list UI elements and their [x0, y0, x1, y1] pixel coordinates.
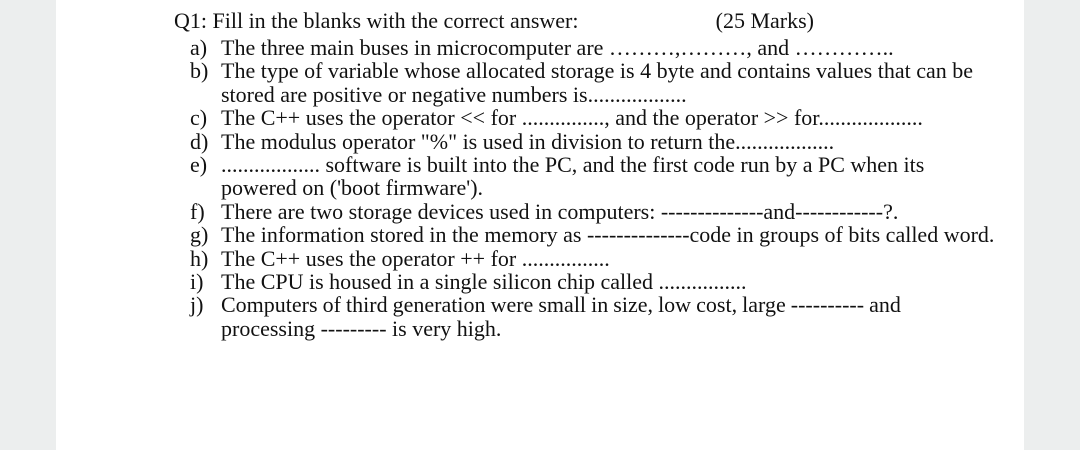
item-i: i) The CPU is housed in a single silicon… [190, 269, 910, 295]
item-c: c) The C++ uses the operator << for ....… [190, 105, 923, 131]
item-letter: a) [190, 35, 208, 60]
item-a: a) The three main buses in microcomputer… [190, 35, 910, 60]
word: cost, [696, 292, 738, 318]
word: third [346, 292, 388, 318]
item-letter: i) [190, 269, 204, 295]
item-letter: d) [190, 128, 209, 154]
item-text-line-justified: Computers of third generation were small… [221, 292, 901, 318]
item-text-line: powered on ('boot firmware'). [221, 175, 484, 201]
item-letter: j) [190, 292, 204, 318]
item-j: j) Computers of third generation were sm… [190, 293, 910, 340]
blank: ---------- [790, 292, 865, 318]
item-text-line: The modulus operator "%" is used in divi… [221, 128, 835, 154]
item-text-line: The information stored in the memory as … [221, 222, 995, 248]
word: Computers [221, 292, 318, 318]
word: and [869, 292, 901, 318]
item-letter: g) [190, 222, 209, 248]
item-d: d) The modulus operator "%" is used in d… [190, 128, 910, 154]
item-g: g) The information stored in the memory … [190, 222, 995, 248]
item-f: f) There are two storage devices used in… [190, 198, 910, 224]
item-text-line: There are two storage devices used in co… [221, 198, 899, 224]
item-text-line: The CPU is housed in a single silicon ch… [221, 269, 747, 295]
word: low [658, 292, 692, 318]
item-letter: b) [190, 58, 209, 84]
item-text-line: The three main buses in microcomputer ar… [221, 35, 894, 60]
item-text-line: .................. software is built int… [221, 152, 925, 178]
item-letter: h) [190, 245, 209, 271]
item-text-line: The type of variable whose allocated sto… [221, 58, 974, 84]
word: size, [613, 292, 653, 318]
word: generation [392, 292, 486, 318]
item-text-line: The C++ uses the operator ++ for .......… [221, 245, 610, 271]
item-letter: c) [190, 105, 208, 131]
item-text-line: stored are positive or negative numbers … [221, 81, 687, 107]
blanks-list: a) The three main buses in microcomputer… [190, 35, 995, 341]
word: were [490, 292, 534, 318]
question-marks: (25 Marks) [715, 8, 814, 33]
word: of [322, 292, 341, 318]
item-letter: f) [190, 198, 205, 224]
word: large [742, 292, 786, 318]
item-b: b) The type of variable whose allocated … [190, 58, 974, 107]
word: small [538, 292, 587, 318]
item-e: e) .................. software is built … [190, 152, 925, 201]
question-header: Q1: Fill in the blanks with the correct … [174, 6, 814, 36]
item-text-line: processing --------- is very high. [221, 315, 502, 341]
exam-page: Q1: Fill in the blanks with the correct … [56, 0, 1024, 450]
word: in [591, 292, 609, 318]
item-h: h) The C++ uses the operator ++ for ....… [190, 245, 910, 271]
item-text-line: The C++ uses the operator << for .......… [221, 105, 923, 131]
question-title: Q1: Fill in the blanks with the correct … [174, 8, 579, 33]
item-letter: e) [190, 152, 208, 178]
